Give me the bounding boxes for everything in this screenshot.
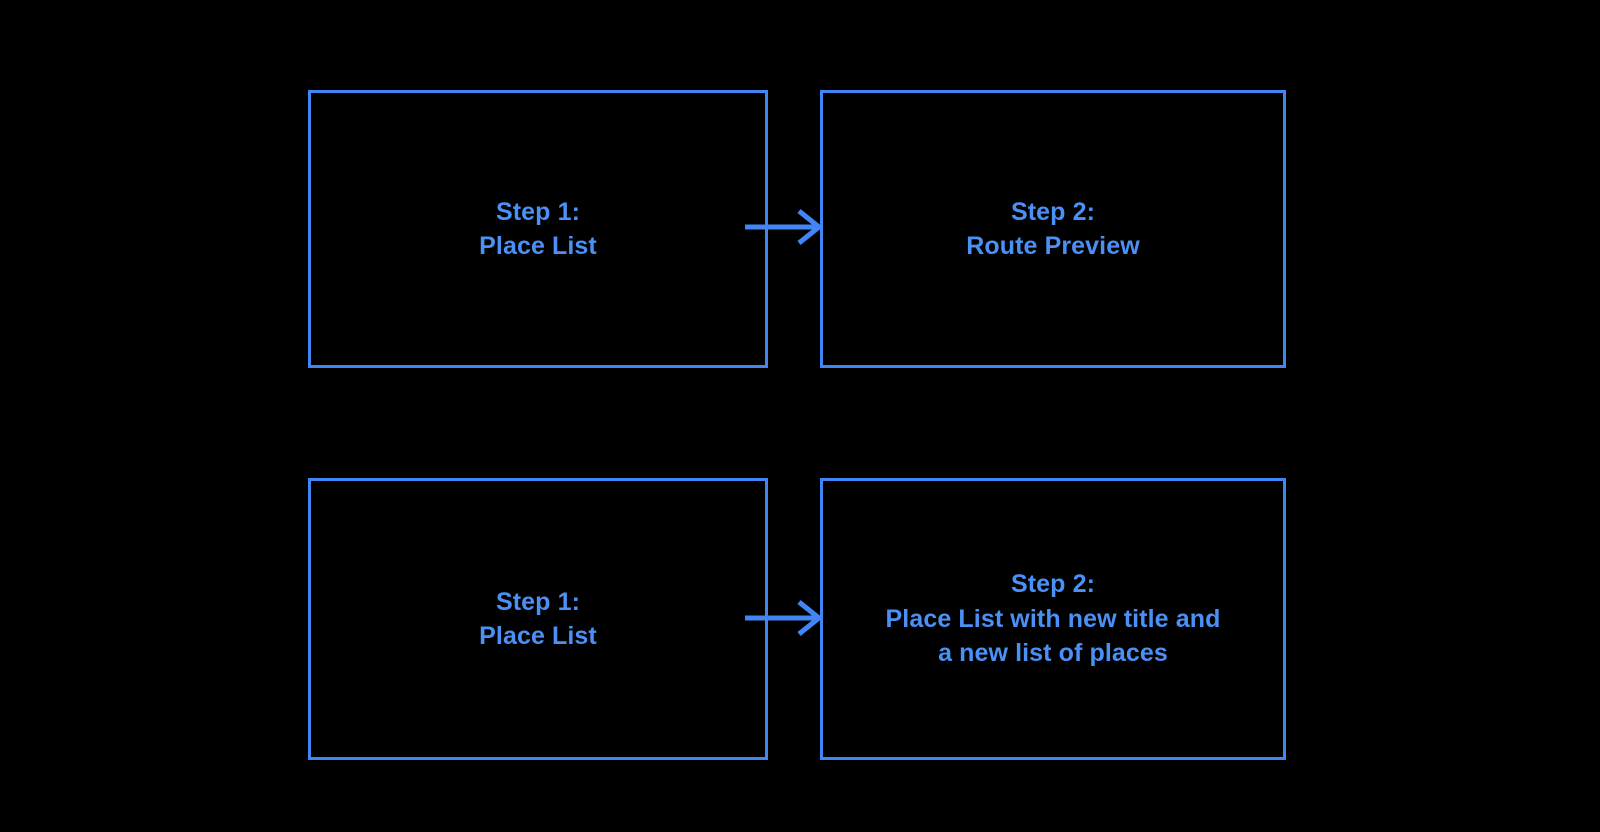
step-box-bottom-step-2[interactable]: Step 2: Place List with new title and a … [820,478,1286,760]
step-box-label: Step 2: Place List with new title and a … [885,570,1221,668]
step-box-top-step-1[interactable]: Step 1: Place List [308,90,768,368]
step-box-label: Step 1: Place List [479,587,597,651]
step-box-top-step-2[interactable]: Step 2: Route Preview [820,90,1286,368]
step-box-label: Step 2: Route Preview [966,197,1140,261]
flow-row-place-list-update: Step 1: Place List Step 2: Place List wi… [0,478,1600,760]
flow-row-route-preview: Step 1: Place List Step 2: Route Preview [0,90,1600,368]
step-box-bottom-step-1[interactable]: Step 1: Place List [308,478,768,760]
step-box-label: Step 1: Place List [479,197,597,261]
